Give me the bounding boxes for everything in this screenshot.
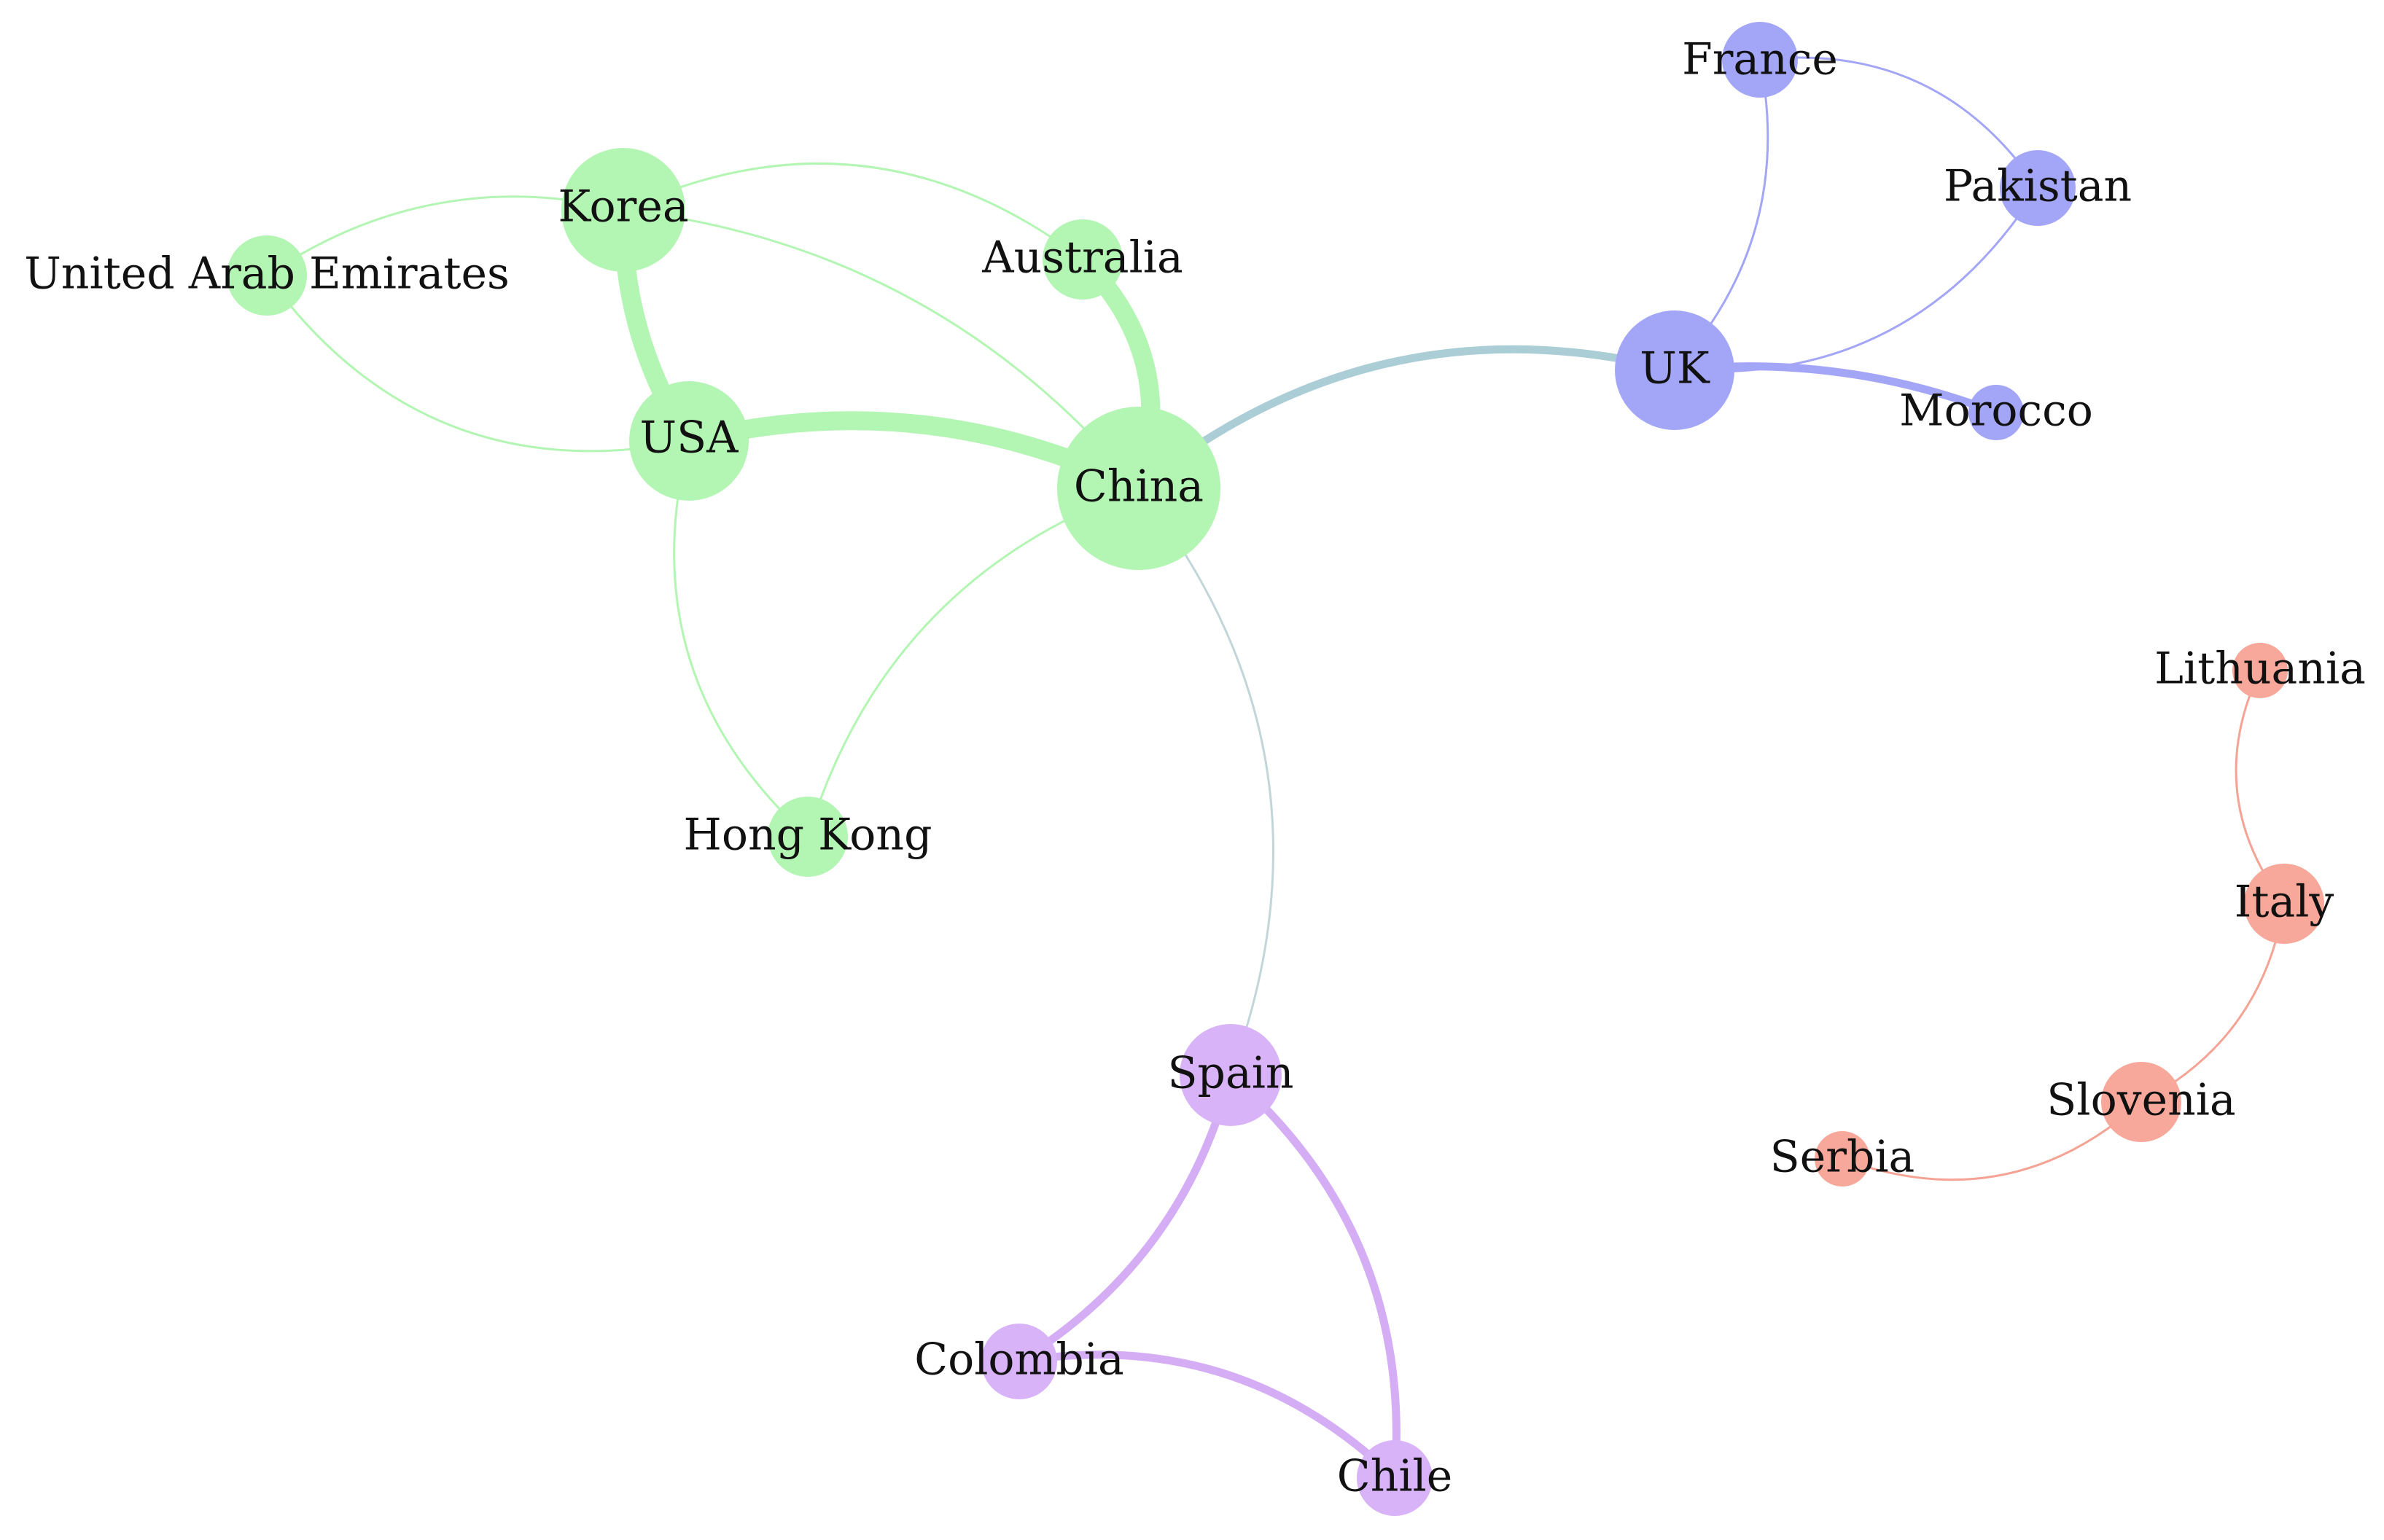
node-label-italy: Italy [2235, 877, 2334, 928]
edge-pakistan-uk [1673, 187, 2039, 373]
node-pakistan [2000, 150, 2076, 226]
node-label-korea: Korea [558, 181, 688, 232]
node-uae [227, 235, 307, 316]
node-label-serbia: Serbia [1770, 1132, 1915, 1183]
edge-korea-australia [622, 162, 1084, 261]
node-usa [629, 381, 749, 501]
node-italy [2244, 864, 2324, 944]
edges-layer [265, 56, 2286, 1482]
edge-uae-usa [265, 274, 690, 453]
node-france [1722, 22, 1798, 98]
node-colombia [981, 1324, 1057, 1399]
edge-spain-chile [1226, 1071, 1401, 1482]
node-label-uae: United Arab Emirates [24, 249, 510, 300]
node-label-pakistan: Pakistan [1944, 161, 2132, 212]
node-label-france: France [1682, 34, 1838, 85]
edge-spain-colombia [1015, 1071, 1235, 1366]
node-label-spain: Spain [1167, 1048, 1293, 1099]
node-label-lithuania: Lithuania [2154, 644, 2366, 695]
node-label-usa: USA [640, 413, 739, 464]
node-spain [1180, 1024, 1282, 1126]
node-hongkong [768, 797, 848, 877]
node-label-chile: Chile [1337, 1451, 1452, 1502]
node-slovenia [2101, 1062, 2181, 1142]
edge-slovenia-serbia [1841, 1101, 2143, 1181]
edge-china-uk [1134, 345, 1679, 493]
node-label-hongkong: Hong Kong [684, 810, 932, 861]
nodes-layer [227, 22, 2324, 1516]
node-label-colombia: Colombia [914, 1334, 1124, 1385]
node-korea [561, 148, 685, 272]
node-lithuania [2232, 643, 2288, 698]
node-label-uk: UK [1640, 343, 1710, 394]
edge-colombia-chile [1015, 1351, 1399, 1482]
node-australia [1043, 219, 1123, 300]
node-label-slovenia: Slovenia [2046, 1075, 2235, 1126]
node-serbia [1815, 1131, 1870, 1187]
node-uk [1615, 310, 1734, 430]
edge-china-spain [1137, 487, 1274, 1076]
edge-france-pakistan [1758, 56, 2039, 189]
node-label-china: China [1074, 461, 1204, 512]
node-morocco [1968, 385, 2024, 440]
node-label-morocco: Morocco [1899, 386, 2093, 437]
edge-korea-china [622, 208, 1140, 490]
node-chile [1357, 1440, 1433, 1516]
node-china [1057, 407, 1220, 570]
node-label-australia: Australia [981, 232, 1183, 284]
edge-usa-hongkong [673, 439, 809, 838]
